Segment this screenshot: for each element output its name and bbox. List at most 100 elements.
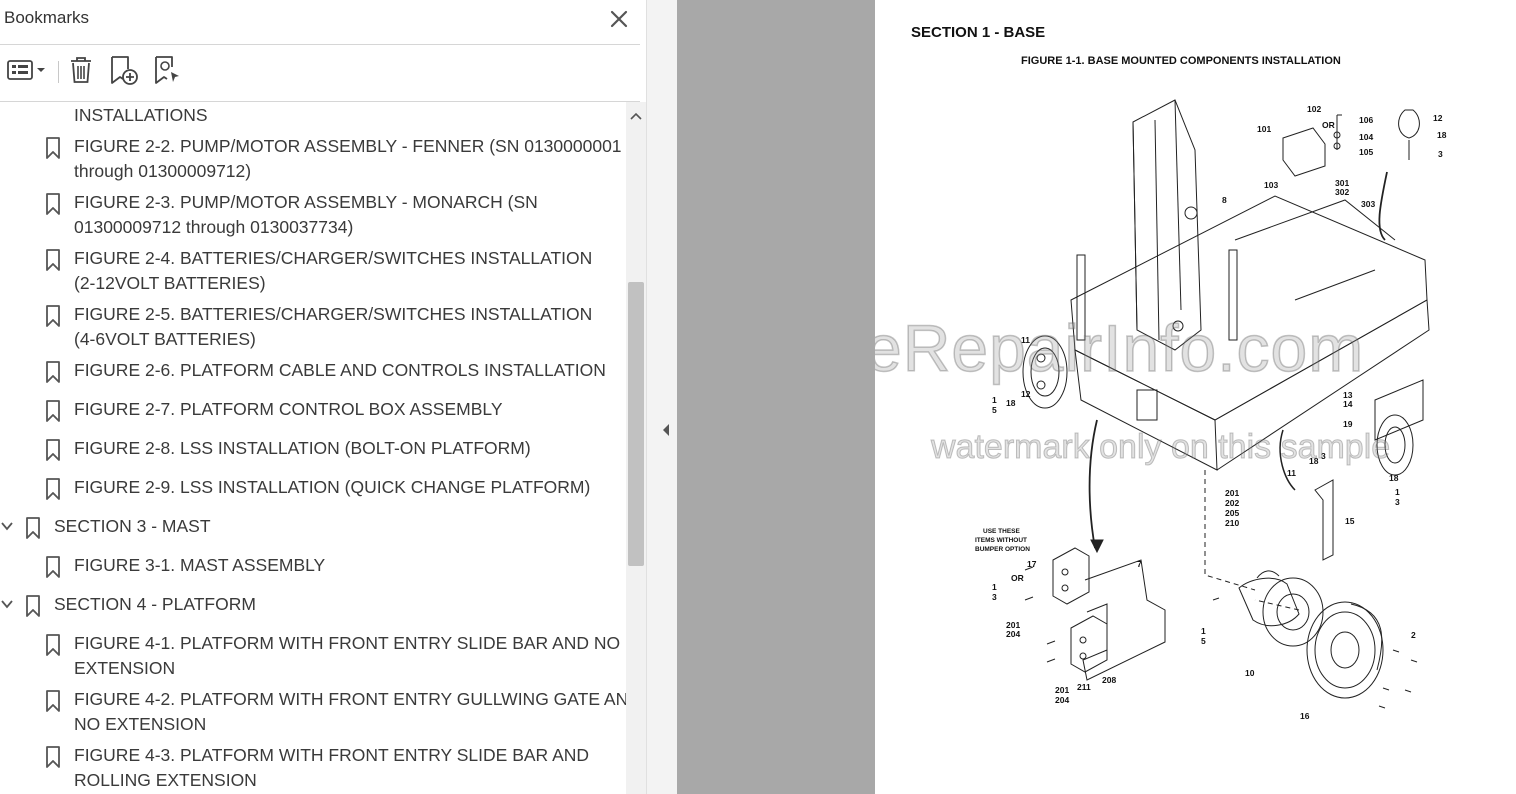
bookmark-label-cont: EXTENSION bbox=[74, 658, 176, 678]
bookmark-icon bbox=[46, 305, 60, 327]
bookmark-label: FIGURE 2-9. LSS INSTALLATION (QUICK CHAN… bbox=[74, 477, 591, 497]
callout-label: 18 bbox=[1389, 473, 1399, 483]
bookmark-label-cont: NO EXTENSION bbox=[74, 714, 207, 734]
callout-label: 12 bbox=[1021, 389, 1031, 399]
callout-label: 205 bbox=[1225, 508, 1239, 518]
bookmark-icon bbox=[46, 361, 60, 383]
panel-splitter[interactable] bbox=[646, 0, 677, 794]
bookmark-icon bbox=[46, 690, 60, 712]
bookmark-icon bbox=[26, 517, 40, 539]
callout-label: 18 bbox=[1437, 130, 1447, 140]
callout-label: 15 bbox=[1345, 516, 1355, 526]
bookmark-label: FIGURE 2-7. PLATFORM CONTROL BOX ASSEMBL… bbox=[74, 399, 503, 419]
figure-title: FIGURE 1-1. BASE MOUNTED COMPONENTS INST… bbox=[1021, 55, 1341, 67]
scroll-up-button[interactable] bbox=[626, 108, 646, 124]
chevron-down-icon[interactable] bbox=[0, 519, 14, 533]
callout-label: 7 bbox=[1137, 559, 1142, 569]
close-panel-button[interactable] bbox=[606, 6, 632, 32]
callout-label: 2 bbox=[1411, 630, 1416, 640]
callout-label: 201 bbox=[1055, 685, 1069, 695]
bookmark-label-cont: (4-6VOLT BATTERIES) bbox=[74, 329, 256, 349]
toolbar-separator bbox=[58, 61, 59, 83]
bookmark-label: FIGURE 2-6. PLATFORM CABLE AND CONTROLS … bbox=[74, 360, 606, 380]
bookmark-icon bbox=[46, 439, 60, 461]
bookmark-icon bbox=[46, 249, 60, 271]
bookmark-icon bbox=[46, 634, 60, 656]
chevron-up-icon bbox=[630, 112, 642, 120]
bookmark-label: FIGURE 3-1. MAST ASSEMBLY bbox=[74, 555, 326, 575]
add-bookmark-button[interactable] bbox=[107, 55, 141, 85]
note-line: BUMPER OPTION bbox=[975, 546, 1030, 553]
watermark-main: eRepairInfo.com bbox=[875, 310, 1365, 386]
callout-label: 3 bbox=[1395, 497, 1400, 507]
chevron-down-icon[interactable] bbox=[0, 597, 14, 611]
callout-label: 303 bbox=[1361, 199, 1375, 209]
callout-label: 1 bbox=[1201, 626, 1206, 636]
callout-label: 3 bbox=[992, 592, 997, 602]
collapse-panel-arrow-icon[interactable] bbox=[661, 422, 671, 438]
bookmarks-scrollbar[interactable] bbox=[626, 102, 646, 794]
callout-label: 1 bbox=[992, 582, 997, 592]
bookmark-label-cont: (2-12VOLT BATTERIES) bbox=[74, 273, 266, 293]
callout-label: 105 bbox=[1359, 147, 1373, 157]
bookmark-label: FIGURE 2-4. BATTERIES/CHARGER/SWITCHES I… bbox=[74, 248, 593, 268]
bookmark-icon bbox=[46, 193, 60, 215]
bookmark-label: SECTION 3 - MAST bbox=[54, 516, 211, 536]
callout-label: 104 bbox=[1359, 132, 1373, 142]
callout-label: 210 bbox=[1225, 518, 1239, 528]
parts-diagram: 102 101 106 OR 104 105 12 18 3 103 301 3… bbox=[975, 99, 1447, 721]
callout-label: 18 bbox=[1006, 398, 1016, 408]
options-button[interactable] bbox=[4, 55, 48, 85]
delete-bookmark-button[interactable] bbox=[66, 55, 96, 85]
callout-label: 106 bbox=[1359, 115, 1373, 125]
bookmark-label: FIGURE 4-3. PLATFORM WITH FRONT ENTRY SL… bbox=[74, 745, 590, 765]
add-bookmark-icon bbox=[111, 56, 138, 85]
callout-label: 11 bbox=[1021, 335, 1030, 345]
bookmark-label: FIGURE 4-1. PLATFORM WITH FRONT ENTRY SL… bbox=[74, 633, 621, 653]
callout-label: 14 bbox=[1343, 399, 1353, 409]
callout-label: 1 bbox=[992, 395, 997, 405]
document-page[interactable]: SECTION 1 - BASE FIGURE 1-1. BASE MOUNTE… bbox=[875, 0, 1516, 794]
callout-label: 8 bbox=[1222, 195, 1227, 205]
callout-label: OR bbox=[1322, 120, 1335, 130]
callout-label: 13 bbox=[1343, 390, 1353, 400]
bookmark-icon bbox=[46, 400, 60, 422]
note-line: USE THESE bbox=[983, 528, 1021, 535]
callout-label: 204 bbox=[1006, 629, 1020, 639]
bookmark-icon bbox=[46, 478, 60, 500]
bookmark-icon bbox=[46, 746, 60, 768]
bookmark-icon bbox=[26, 595, 40, 617]
close-icon bbox=[610, 10, 628, 28]
panel-title: Bookmarks bbox=[4, 8, 90, 27]
scrollbar-thumb[interactable] bbox=[628, 282, 644, 566]
callout-label: 16 bbox=[1300, 711, 1310, 721]
callout-label: OR bbox=[1011, 573, 1024, 583]
callout-label: 1 bbox=[1395, 487, 1400, 497]
find-bookmark-icon bbox=[155, 56, 179, 84]
bookmark-label: FIGURE 2-8. LSS INSTALLATION (BOLT-ON PL… bbox=[74, 438, 531, 458]
bookmark-label: FIGURE 4-2. PLATFORM WITH FRONT ENTRY GU… bbox=[74, 689, 626, 709]
bookmark-label: INSTALLATIONS bbox=[74, 105, 208, 125]
bookmark-tree: INSTALLATIONS FIGURE 2-2. PUMP/MOTOR ASS… bbox=[0, 102, 626, 794]
callout-label: 10 bbox=[1245, 668, 1255, 678]
list-options-icon bbox=[7, 60, 45, 80]
callout-label: 3 bbox=[1438, 149, 1443, 159]
bookmark-label: FIGURE 2-2. PUMP/MOTOR ASSEMBLY - FENNER… bbox=[74, 136, 622, 156]
callout-label: 102 bbox=[1307, 104, 1321, 114]
callout-label: 208 bbox=[1102, 675, 1116, 685]
callout-label: 3 bbox=[1321, 451, 1326, 461]
bookmarks-toolbar bbox=[0, 45, 640, 102]
callout-label: 18 bbox=[1309, 456, 1319, 466]
callout-label: 5 bbox=[992, 405, 997, 415]
find-bookmark-button[interactable] bbox=[151, 55, 185, 85]
callout-label: 103 bbox=[1264, 180, 1278, 190]
bookmark-label: FIGURE 2-3. PUMP/MOTOR ASSEMBLY - MONARC… bbox=[74, 192, 538, 212]
callout-label: 204 bbox=[1055, 695, 1069, 705]
watermark-sub: watermark only on this sample bbox=[930, 428, 1391, 467]
bookmark-label-cont: through 01300009712) bbox=[74, 161, 252, 181]
callout-label: 302 bbox=[1335, 187, 1349, 197]
bookmarks-panel: Bookmarks bbox=[0, 0, 646, 794]
callout-label: 12 bbox=[1433, 113, 1443, 123]
bookmark-label: SECTION 4 - PLATFORM bbox=[54, 594, 256, 614]
bookmark-label-cont: 01300009712 through 0130037734) bbox=[74, 217, 354, 237]
